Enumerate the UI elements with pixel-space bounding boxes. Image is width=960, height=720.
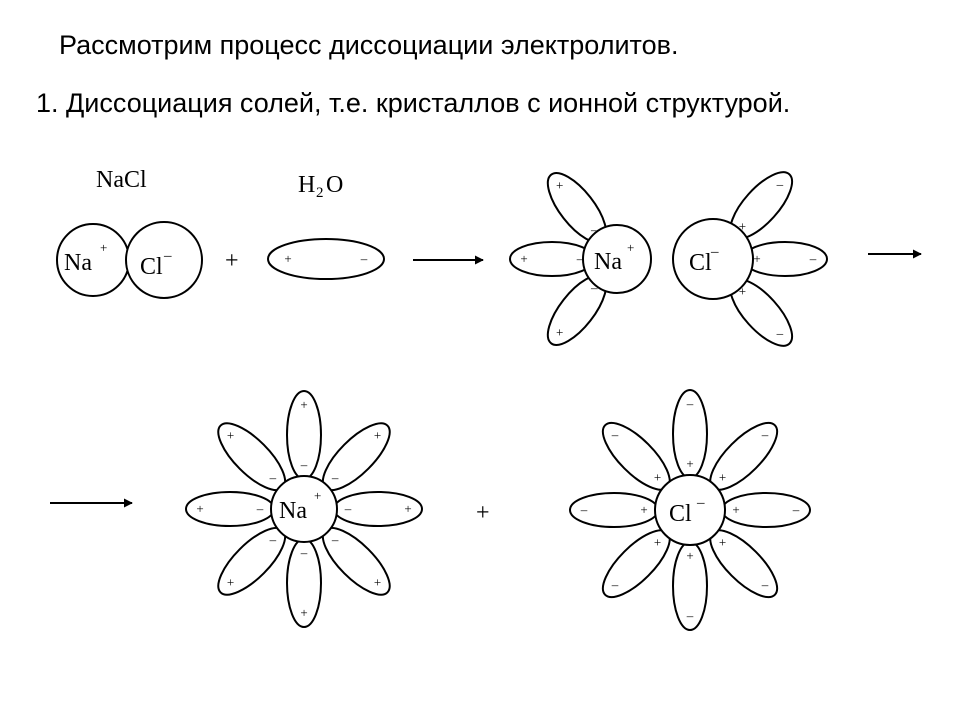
hydrated-cl-dipole-inner-charge: + <box>686 456 693 471</box>
water-positive-pole: + <box>284 251 291 266</box>
hydrated-cl-dipole-outer-charge: – <box>761 427 769 442</box>
hydrated-cl-dipole-outer-charge: – <box>792 502 800 517</box>
hydrated-cl-water-dipoles: +–+–+–+–+–+–+–+– <box>569 389 811 631</box>
hydrated-na-dipole-inner-charge: – <box>344 501 352 516</box>
stage2-cl-charge: – <box>710 244 719 260</box>
hydrated-cl-charge: – <box>696 495 705 511</box>
hydrated-na-dipole-1: –+ <box>286 390 322 480</box>
cl-label: Cl <box>140 254 163 280</box>
stage2-cl-label: Cl <box>689 250 712 276</box>
hydrated-na-dipole-outer-charge: + <box>374 428 381 443</box>
hydrated-na-dipole-inner-charge: – <box>269 470 277 485</box>
hydrated-na-dipole-5: –+ <box>286 538 322 628</box>
hydrated-na-dipole-outer-charge: + <box>300 397 307 412</box>
hydrated-cl-dipole-3: +– <box>721 492 811 528</box>
stage2-cl-dipole-inner-charge: + <box>739 218 746 233</box>
hydrated-cl-dipole-outer-charge: – <box>580 502 588 517</box>
plus-sign-products: + <box>476 500 490 526</box>
slide-subtitle: 1. Диссоциация солей, т.е. кристаллов с … <box>36 88 791 118</box>
hydrated-cl-dipole-inner-charge: + <box>654 470 661 485</box>
hydrated-cl-dipole-outer-charge: – <box>686 608 694 623</box>
hydrated-cl-dipole-outer-charge: – <box>611 427 619 442</box>
water-formula-h: H <box>298 172 315 198</box>
hydrated-cl-dipole-inner-charge: + <box>719 535 726 550</box>
hydrated-na-label: Na <box>279 498 307 524</box>
na-charge: + <box>100 240 107 255</box>
hydrated-cl-dipole-1: +– <box>672 389 708 479</box>
hydrated-na-dipole-outer-charge: + <box>300 605 307 620</box>
hydrated-cl-dipole-inner-charge: + <box>686 548 693 563</box>
stage2-cl-dipole-outer-charge: – <box>776 177 784 192</box>
hydrated-na-dipole-inner-charge: – <box>300 457 308 472</box>
stage2-na-ion <box>582 224 652 294</box>
hydrated-cl-dipole-outer-charge: – <box>686 396 694 411</box>
hydrated-cl-dipole-7: +– <box>569 492 659 528</box>
stage2-na-dipole-inner-charge: – <box>590 222 598 237</box>
hydrated-cl-dipole-inner-charge: + <box>640 502 647 517</box>
na-label: Na <box>64 250 92 276</box>
hydrated-cl-dipole-inner-charge: + <box>719 470 726 485</box>
hydrated-na-dipole-inner-charge: – <box>331 532 339 547</box>
stage2-na-dipole-inner-charge: – <box>576 251 584 266</box>
hydrated-na-dipole-inner-charge: – <box>331 470 339 485</box>
water-dipole <box>267 238 385 280</box>
hydrated-na-dipole-inner-charge: – <box>269 532 277 547</box>
hydrated-cl-label: Cl <box>669 501 692 527</box>
hydrated-na-dipole-inner-charge: – <box>300 545 308 560</box>
stage2-na-charge: + <box>627 240 634 255</box>
water-formula-subscript: 2 <box>316 185 324 201</box>
water-negative-pole: – <box>360 251 368 266</box>
hydrated-na-dipole-7: –+ <box>185 491 275 527</box>
stage2-cl-dipole-inner-charge: + <box>753 251 760 266</box>
nacl-formula: NaCl <box>96 167 147 193</box>
hydrated-cl-dipole-outer-charge: – <box>611 577 619 592</box>
hydrated-na-charge: + <box>314 488 321 503</box>
stage2-na-dipole-2: –+ <box>509 241 595 277</box>
hydrated-na-dipole-outer-charge: + <box>227 575 234 590</box>
hydrated-na-dipole-3: –+ <box>333 491 423 527</box>
hydrated-na-dipole-outer-charge: + <box>374 575 381 590</box>
hydrated-na-dipole-outer-charge: + <box>404 501 411 516</box>
slide-title: Рассмотрим процесс диссоциации электроли… <box>59 30 679 60</box>
hydrated-cl-dipole-outer-charge: – <box>761 577 769 592</box>
cl-ion-circle <box>125 221 203 299</box>
hydrated-cl-dipole-inner-charge: + <box>654 535 661 550</box>
stage2-na-label: Na <box>594 249 622 275</box>
water-formula-o: O <box>326 172 343 198</box>
plus-sign-reactants: + <box>225 248 239 274</box>
stage2-na-dipole-outer-charge: + <box>520 251 527 266</box>
hydrated-cl-ion <box>654 474 726 546</box>
stage2-cl-dipole-outer-charge: – <box>776 325 784 340</box>
stage2-na-dipole-outer-charge: + <box>556 324 563 339</box>
hydrated-cl-dipole-inner-charge: + <box>732 502 739 517</box>
nacl-pair: Na + Cl – <box>56 221 203 299</box>
hydrated-na-dipole-inner-charge: – <box>256 501 264 516</box>
hydrated-na-dipole-outer-charge: + <box>227 428 234 443</box>
stage2-cl-dipole-outer-charge: – <box>809 251 817 266</box>
cl-charge: – <box>163 248 172 264</box>
hydrated-na-dipole-outer-charge: + <box>196 501 203 516</box>
stage2-na-dipole-outer-charge: + <box>556 178 563 193</box>
hydrated-cl-dipole-5: +– <box>672 541 708 631</box>
hydrated-na-ion <box>270 475 338 543</box>
stage2-cl-dipole-inner-charge: + <box>739 284 746 299</box>
water-formula: H 2 O <box>298 172 343 201</box>
stage2-cl-dipole-2: +– <box>742 241 828 277</box>
water-molecule: + – <box>267 238 385 280</box>
stage2-na-dipole-inner-charge: – <box>590 280 598 295</box>
stage2-cl-ion <box>672 218 754 300</box>
